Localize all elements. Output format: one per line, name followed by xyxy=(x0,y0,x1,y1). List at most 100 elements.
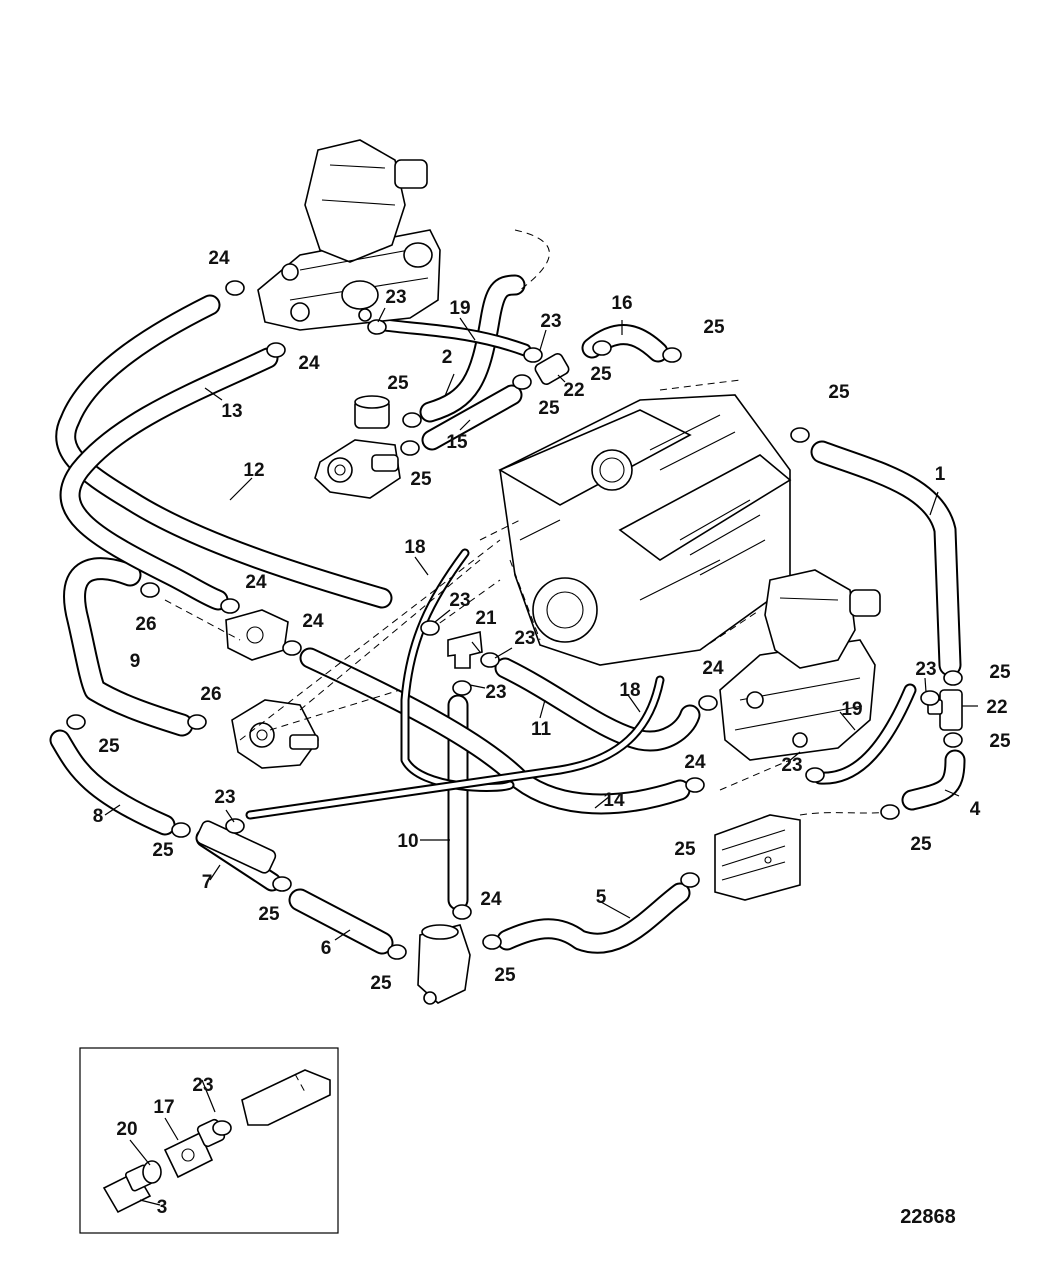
hose-clamp xyxy=(943,732,963,748)
hose-clamp xyxy=(220,598,240,614)
hose-clamp xyxy=(452,680,472,696)
callout-labels: 1 2 3 4 5 6 7 8 9 10 11 12 13 14 15 16 1… xyxy=(93,248,1011,1218)
callout-4: 4 xyxy=(970,799,981,820)
callout-23i: 23 xyxy=(192,1075,213,1096)
hose-clamp xyxy=(171,822,191,838)
hose-clamp xyxy=(920,690,940,706)
callout-3: 3 xyxy=(157,1197,168,1218)
callout-10: 10 xyxy=(397,831,418,852)
hose-6 xyxy=(288,888,394,955)
callout-16: 16 xyxy=(611,293,632,314)
hose-13 xyxy=(59,347,279,611)
fittings xyxy=(195,353,963,874)
right-exhaust-manifold xyxy=(719,569,881,761)
callout-22b: 22 xyxy=(986,697,1007,718)
callout-23d: 23 xyxy=(514,628,535,649)
callout-25j: 25 xyxy=(674,839,696,860)
hose-clamp xyxy=(266,342,286,358)
thermostat-housing xyxy=(225,609,289,661)
callout-23a: 23 xyxy=(385,287,406,308)
hose-clamp xyxy=(698,695,718,711)
callout-24d: 24 xyxy=(302,611,324,632)
callout-15: 15 xyxy=(446,432,468,453)
callout-26a: 26 xyxy=(135,614,156,635)
callout-25a: 25 xyxy=(703,317,725,338)
callout-8: 8 xyxy=(93,806,104,827)
callout-25d: 25 xyxy=(387,373,409,394)
heat-exchanger-cooler xyxy=(714,814,801,901)
callout-24g: 24 xyxy=(480,889,502,910)
dashed-guides xyxy=(164,229,891,816)
callout-25b: 25 xyxy=(590,364,612,385)
callout-23e: 23 xyxy=(485,682,506,703)
hose-clamp xyxy=(790,427,810,443)
hose-19b xyxy=(813,683,917,785)
hose-clamp xyxy=(662,347,682,363)
callout-25o: 25 xyxy=(98,736,120,757)
hose-15 xyxy=(421,384,523,451)
callout-25c: 25 xyxy=(538,398,560,419)
callout-25m: 25 xyxy=(258,904,280,925)
callout-23h: 23 xyxy=(915,659,936,680)
left-exhaust-manifold xyxy=(257,139,441,331)
callout-23b: 23 xyxy=(540,311,561,332)
hose-4 xyxy=(901,749,966,811)
callout-13: 13 xyxy=(221,401,242,422)
callout-14: 14 xyxy=(603,790,625,811)
callout-17: 17 xyxy=(153,1097,174,1118)
callout-25h: 25 xyxy=(989,731,1011,752)
figure-number: 22868 xyxy=(900,1206,956,1228)
callout-25e: 25 xyxy=(410,469,432,490)
clamps xyxy=(66,280,963,1136)
hose-9 xyxy=(63,557,194,737)
hose-clamp xyxy=(282,640,302,656)
detail-inset xyxy=(79,1047,339,1234)
hose-clamp xyxy=(685,777,705,793)
engine-block xyxy=(498,394,792,666)
hose-clamp xyxy=(400,440,420,456)
callout-1: 1 xyxy=(935,464,946,485)
callout-24a: 24 xyxy=(208,248,230,269)
hose-clamp xyxy=(480,652,500,668)
hose-clamp xyxy=(225,818,245,834)
callout-6: 6 xyxy=(321,938,332,959)
callout-22a: 22 xyxy=(563,380,584,401)
callout-18b: 18 xyxy=(619,680,640,701)
hose-18b xyxy=(245,675,665,820)
callout-24c: 24 xyxy=(245,572,267,593)
callout-25i: 25 xyxy=(910,834,932,855)
hose-clamp xyxy=(402,412,422,428)
hose-clamp xyxy=(680,872,700,888)
callout-11: 11 xyxy=(531,719,552,740)
hose-clamp xyxy=(943,670,963,686)
hose-clamp xyxy=(523,347,543,363)
hose-clamp xyxy=(592,340,612,356)
hose-clamp xyxy=(482,934,502,950)
callout-21: 21 xyxy=(475,608,497,629)
drain-distribution-block xyxy=(417,924,471,1005)
hose-19a xyxy=(378,318,532,357)
hose-clamp xyxy=(367,319,387,335)
callout-12: 12 xyxy=(243,460,264,481)
callout-25l: 25 xyxy=(370,973,392,994)
hose-clamp xyxy=(452,904,472,920)
hose-clamp xyxy=(805,767,825,783)
hose-clamp xyxy=(880,804,900,820)
hose-clamp xyxy=(420,620,440,636)
callout-25g: 25 xyxy=(989,662,1011,683)
hose-8 xyxy=(49,729,176,836)
callout-2: 2 xyxy=(442,347,453,368)
callout-25n: 25 xyxy=(152,840,174,861)
callout-25k: 25 xyxy=(494,965,516,986)
hose-clamp xyxy=(140,582,160,598)
leader-lines xyxy=(104,307,978,1206)
hose-18a xyxy=(400,548,515,792)
hose-clamp xyxy=(225,280,245,296)
callout-18a: 18 xyxy=(404,537,425,558)
circulating-pump xyxy=(231,699,319,769)
hose-clamp xyxy=(212,1120,232,1136)
seawater-pump xyxy=(314,395,401,499)
callout-23c: 23 xyxy=(449,590,470,611)
hose-clamp xyxy=(66,714,86,730)
